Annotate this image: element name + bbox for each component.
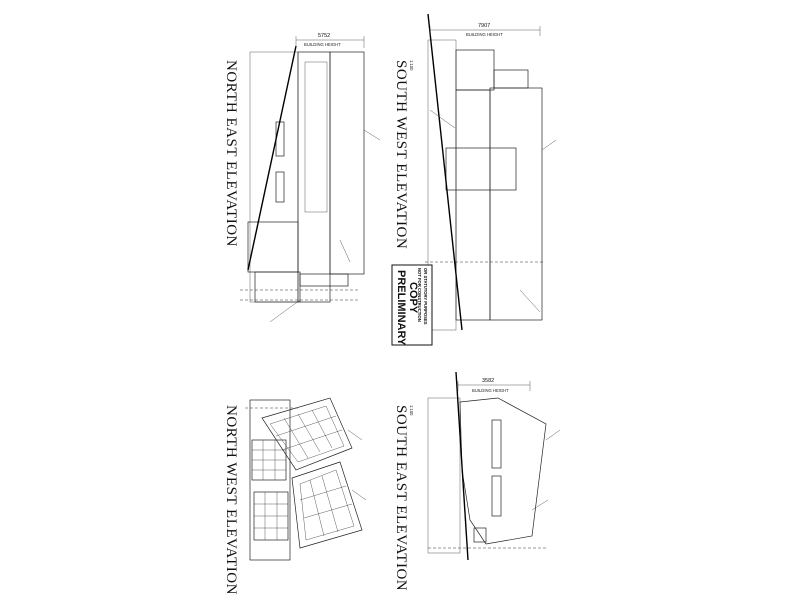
se-elevation-title: SOUTH EAST ELEVATION	[393, 405, 409, 591]
nw-base-wall	[249, 399, 291, 561]
se-leader-2	[531, 499, 549, 511]
nw-elevation-title: NORTH WEST ELEVATION	[223, 405, 239, 595]
ne-elevation-title: NORTH EAST ELEVATION	[223, 60, 239, 247]
ne-leader-3	[269, 299, 301, 323]
nw-grid-lines	[252, 440, 286, 480]
ne-height-plane-line	[247, 45, 297, 271]
sw-height-plane-line	[427, 13, 463, 331]
ne-window-band	[304, 61, 328, 213]
sw-roof-rail	[493, 69, 529, 89]
ne-wall-panel	[297, 51, 331, 303]
se-retaining-hatch	[427, 397, 461, 554]
sw-scale: 1:100	[409, 60, 414, 71]
sw-building-height-label: BUILDING HEIGHT	[466, 32, 503, 37]
north-west-elevation: NORTH WEST ELEVATION	[223, 397, 367, 595]
se-scale: 1:100	[409, 405, 414, 416]
sw-elevation-title: SOUTH WEST ELEVATION	[393, 60, 409, 249]
sw-concrete-panel	[455, 89, 491, 321]
se-window-slot-2	[491, 475, 502, 517]
se-concrete-panel	[459, 397, 547, 545]
stamp-line-2: COPY	[407, 282, 419, 314]
sw-light-band	[445, 147, 517, 191]
stamp-line-1: PRELIMINARY	[395, 270, 407, 346]
ne-window-1	[275, 121, 285, 157]
nw-leader-2	[351, 489, 367, 501]
nw-tilted-frame-1-inner	[269, 405, 345, 463]
se-height-plane-line	[455, 371, 469, 561]
stamp-line-3: NOT FOR CONSTRUCTION	[417, 268, 422, 322]
se-leader-1	[545, 429, 561, 441]
south-west-elevation: 7907 BUILDING HEIGHT SOUTH WEST ELEVATIO…	[393, 13, 557, 331]
nw-tilted-frame-2	[291, 461, 363, 549]
ne-entry-block	[254, 271, 301, 303]
sw-building-height-value: 7907	[478, 23, 490, 29]
north-east-elevation: 5752 BUILDING HEIGHT NORTH EAST ELEVATIO…	[223, 33, 381, 323]
nw-tilted-frame-2-inner	[299, 469, 355, 541]
ne-building-height-label: BUILDING HEIGHT	[304, 42, 341, 47]
ne-cladding	[329, 51, 365, 275]
se-window-slot-1	[491, 419, 502, 469]
sw-leader-1	[541, 139, 557, 151]
sw-leader-3	[429, 109, 456, 129]
south-east-elevation: 3582 BUILDING HEIGHT SOUTH EAST ELEVATIO…	[393, 371, 561, 591]
ne-retaining-hatch	[249, 51, 299, 303]
sw-upper-block	[455, 49, 495, 91]
sw-dark-grid	[489, 87, 543, 321]
ne-window-2	[275, 171, 285, 203]
ne-leader-2	[339, 239, 351, 263]
nw-tilted-frame-1-grid	[275, 409, 343, 459]
se-door	[473, 527, 487, 543]
nw-tilted-frame-2-grid	[299, 475, 353, 537]
stamp-border	[391, 264, 433, 346]
preliminary-stamp: PRELIMINARY COPY NOT FOR CONSTRUCTION OR…	[391, 264, 433, 346]
ne-building-height-value: 5752	[318, 33, 330, 39]
se-building-height-value: 3582	[482, 378, 494, 384]
se-building-height-label: BUILDING HEIGHT	[472, 388, 509, 393]
ne-canopy	[299, 273, 349, 287]
ne-grid-panel	[247, 221, 299, 273]
nw-tilted-frame-1	[261, 397, 353, 471]
ne-leader-1	[363, 129, 381, 141]
stamp-line-4: OR STATUTORY PURPOSES	[423, 268, 428, 325]
sw-leader-2	[519, 289, 541, 313]
nw-lower-glazing-grid	[254, 492, 288, 540]
nw-leader-1	[347, 429, 363, 441]
